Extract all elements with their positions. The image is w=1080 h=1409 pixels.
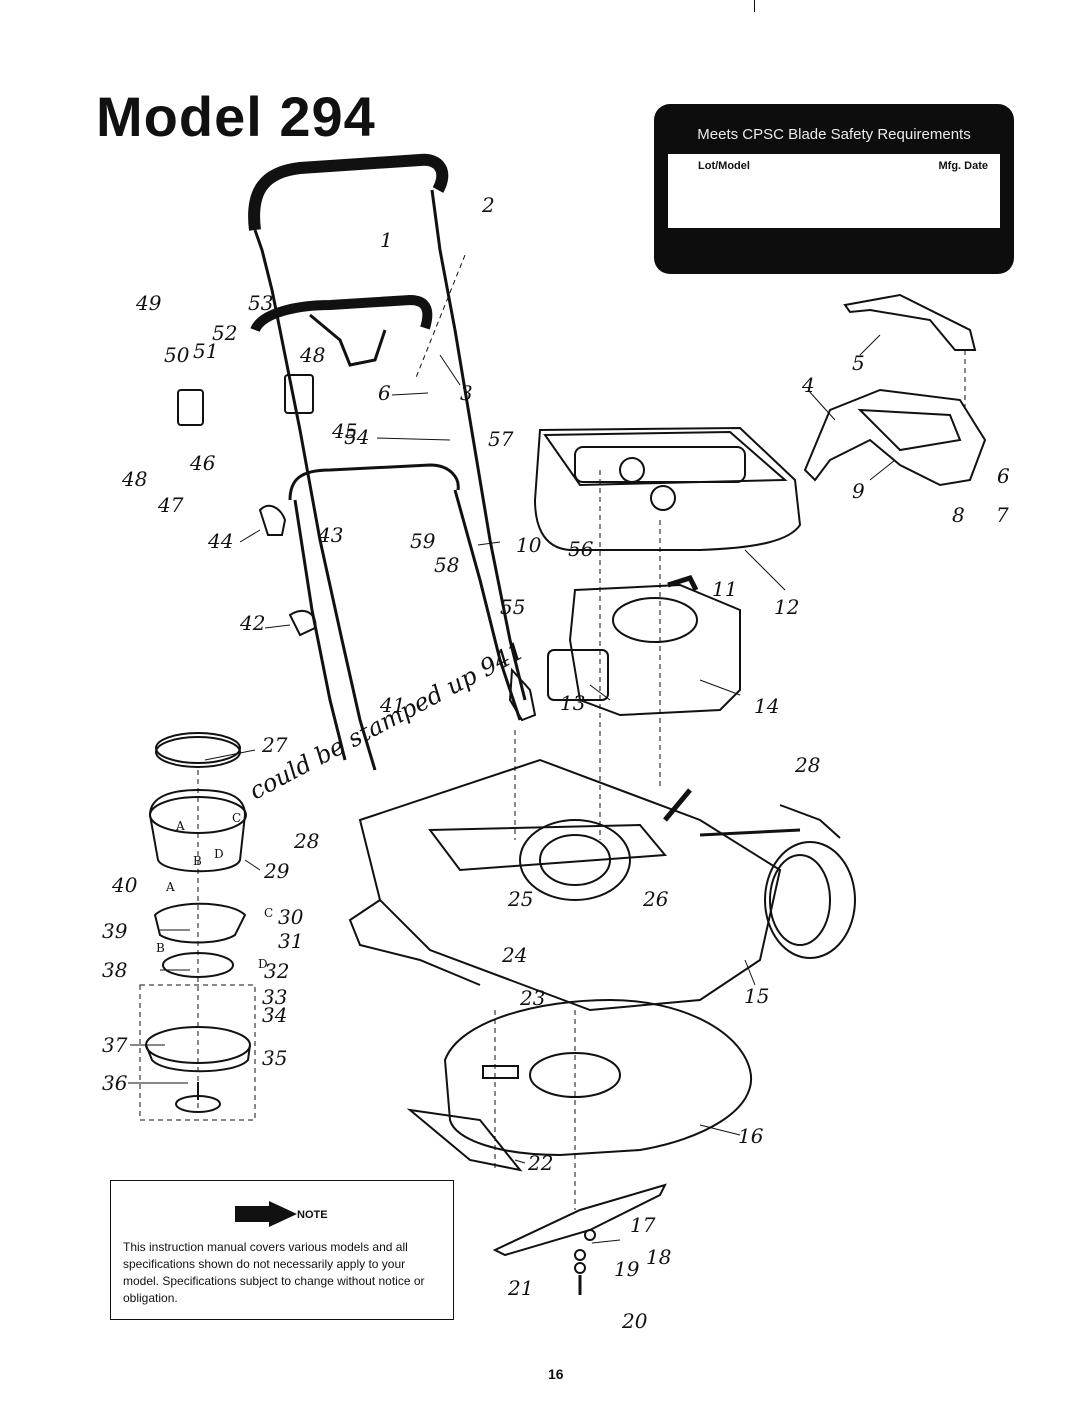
- part-20: 20: [621, 1309, 648, 1333]
- hub-letters: A C B D A C B D: [156, 811, 273, 971]
- part-5: 5: [852, 351, 865, 375]
- note-heading: NOTE: [297, 1209, 328, 1221]
- pulley-top: [155, 736, 241, 768]
- part-38: 38: [102, 958, 127, 982]
- mfg-date-label: Mfg. Date: [938, 160, 989, 172]
- part-54: 54: [344, 425, 369, 449]
- part-28b: 28: [293, 829, 319, 853]
- part-23: 23: [519, 986, 545, 1010]
- note-box: NOTE This instruction manual covers vari…: [110, 1180, 454, 1320]
- safety-label-plate: Meets CPSC Blade Safety Requirements Lot…: [654, 104, 1014, 274]
- engine: [568, 583, 741, 717]
- arrow-right-icon: [235, 1201, 297, 1227]
- wheel-bracket: [803, 388, 987, 487]
- part-1: 1: [380, 228, 393, 252]
- part-12: 12: [774, 595, 799, 619]
- hub-letter-b: B: [156, 941, 165, 955]
- part-15: 15: [744, 984, 769, 1008]
- part-6b: 6: [997, 464, 1010, 488]
- part-29: 29: [263, 859, 290, 883]
- part-55: 55: [500, 595, 525, 619]
- part-9: 9: [852, 479, 865, 503]
- hub-letter-d: D: [214, 847, 224, 861]
- handle-grip: [250, 294, 433, 333]
- part-4: 4: [801, 373, 815, 397]
- part-32: 32: [264, 959, 289, 983]
- hub-letter-a: A: [165, 880, 175, 894]
- mower-deck: [358, 758, 782, 1012]
- part-14: 14: [754, 694, 779, 718]
- hub-letter-b: B: [193, 854, 202, 868]
- part-37: 37: [102, 1033, 128, 1057]
- part-22: 22: [527, 1151, 553, 1175]
- part-56: 56: [568, 537, 594, 561]
- part-27: 27: [261, 733, 288, 757]
- part-42: 42: [239, 611, 265, 635]
- part-17: 17: [630, 1213, 656, 1237]
- part-10: 10: [516, 533, 542, 557]
- hub-letter-c: C: [264, 906, 273, 920]
- part-48: 48: [299, 343, 325, 367]
- part-44: 44: [207, 529, 233, 553]
- label-plate-field: Lot/Model Mfg. Date: [668, 154, 1000, 228]
- part-28: 28: [794, 753, 820, 777]
- part-25: 25: [507, 887, 533, 911]
- part-30: 30: [278, 905, 304, 929]
- part-52: 52: [212, 321, 237, 345]
- page-number: 16: [548, 1366, 564, 1382]
- part-43: 43: [317, 523, 343, 547]
- rear-wheel: [764, 841, 856, 959]
- hub-letter-a: A: [175, 819, 185, 833]
- part-46: 46: [189, 451, 216, 475]
- part-33: 33: [262, 985, 287, 1009]
- note-text: This instruction manual covers various m…: [123, 1240, 425, 1305]
- part-36: 36: [102, 1071, 128, 1095]
- deck-baffle: [443, 998, 753, 1157]
- part-53: 53: [248, 291, 273, 315]
- part-51: 51: [193, 339, 218, 363]
- label-plate-heading: Meets CPSC Blade Safety Requirements: [697, 126, 971, 143]
- part-45: 45: [331, 419, 357, 443]
- part-50: 50: [164, 343, 190, 367]
- part-16: 16: [738, 1124, 764, 1148]
- part-7: 7: [996, 503, 1009, 527]
- margin-tick: [754, 0, 755, 12]
- hub-letter-c: C: [232, 811, 241, 825]
- part-39: 39: [102, 919, 128, 943]
- part-34: 34: [262, 1003, 287, 1027]
- part-6: 6: [378, 381, 391, 405]
- part-31: 31: [278, 929, 303, 953]
- engine-shroud: [533, 426, 802, 551]
- part-2: 2: [481, 193, 495, 217]
- part-11: 11: [712, 577, 737, 601]
- part-3: 3: [460, 381, 473, 405]
- part-47: 47: [157, 493, 184, 517]
- handwritten-note: could be stamped up 941: [245, 636, 529, 805]
- part-8: 8: [952, 503, 965, 527]
- part-24: 24: [501, 943, 527, 967]
- hub-letter-d: D: [258, 957, 268, 971]
- part-19: 19: [614, 1257, 640, 1281]
- note-header: NOTE: [235, 1201, 355, 1227]
- part-49: 49: [135, 291, 162, 315]
- part-35: 35: [262, 1046, 287, 1070]
- cutting-blade: [492, 1183, 667, 1257]
- upper-handle: [248, 153, 449, 231]
- wheel-guard: [843, 293, 977, 351]
- part-13: 13: [560, 691, 585, 715]
- page-title: Model 294: [96, 85, 376, 148]
- part-58: 58: [434, 553, 459, 577]
- part-59: 59: [410, 529, 436, 553]
- lot-model-label: Lot/Model: [698, 160, 750, 172]
- part-41: 41: [379, 693, 405, 717]
- part-40: 40: [111, 873, 138, 897]
- part-21: 21: [507, 1276, 533, 1300]
- part-48b: 48: [121, 467, 147, 491]
- part-callouts: 1 2 3 4 5 6 6 7 8 9 10 11 12 13 14 15 16…: [102, 193, 1010, 1333]
- part-18: 18: [646, 1245, 671, 1269]
- part-26: 26: [642, 887, 669, 911]
- part-57: 57: [488, 427, 514, 451]
